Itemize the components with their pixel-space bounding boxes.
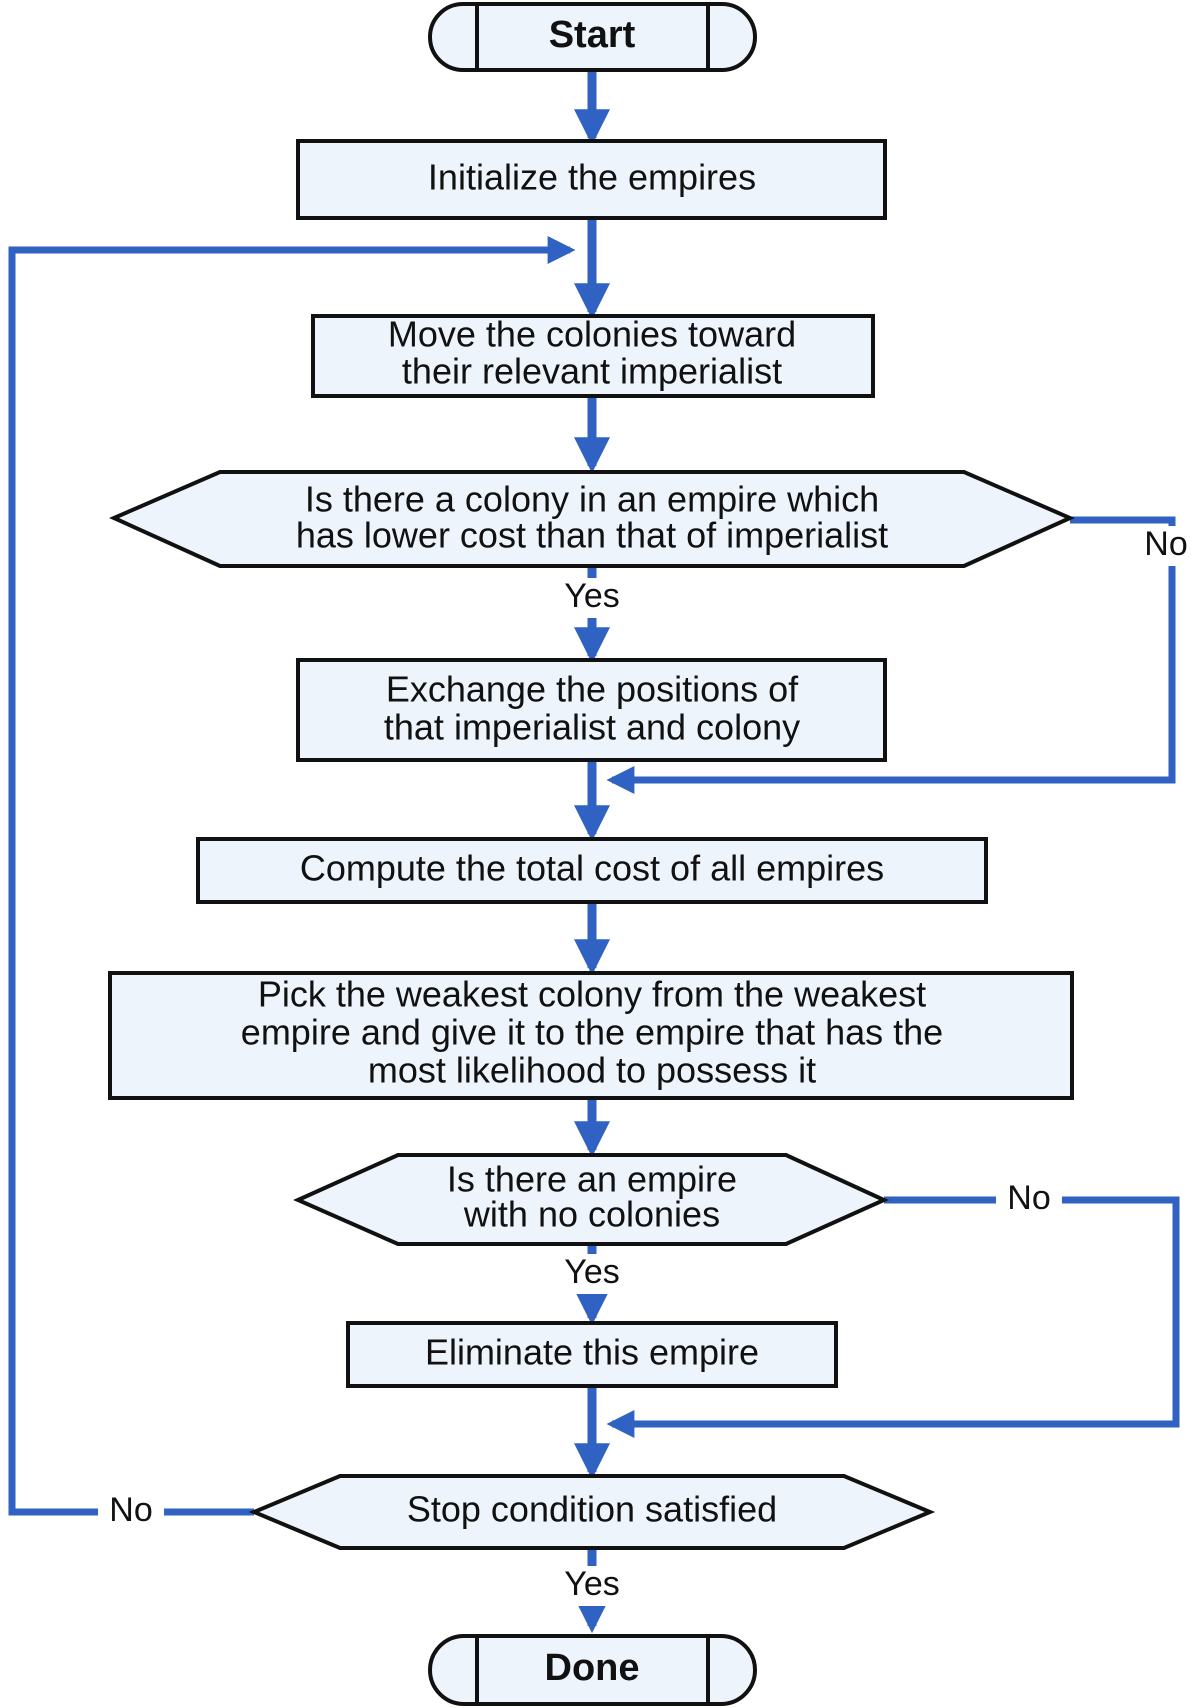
- pick-label-line1: Pick the weakest colony from the weakest: [258, 974, 926, 1015]
- eliminate-label: Eliminate this empire: [425, 1332, 759, 1373]
- start-terminator-shape: [428, 2, 757, 72]
- initialize-label: Initialize the empires: [428, 157, 756, 198]
- move-label-line1: Move the colonies toward: [388, 314, 796, 355]
- decision-no-colonies-line2: with no colonies: [463, 1194, 720, 1235]
- decision-stop-label: Stop condition satisfied: [407, 1489, 777, 1530]
- q1-yes-label: Yes: [564, 577, 619, 615]
- q2-yes-label: Yes: [564, 1253, 619, 1291]
- initialize-process-shape: [296, 139, 887, 220]
- node-decision-stop: Stop condition satisfied: [248, 1474, 936, 1550]
- move-label-line2: their relevant imperialist: [402, 351, 782, 392]
- stop-no-label: No: [109, 1491, 152, 1529]
- decision-lower-cost-line2: has lower cost than that of imperialist: [296, 515, 888, 556]
- stop-yes-label: Yes: [564, 1565, 619, 1603]
- decision-stop-shape: [248, 1474, 936, 1550]
- exchange-label-line2: that imperialist and colony: [384, 707, 800, 748]
- done-label: Done: [545, 1647, 640, 1689]
- decision-no-colonies-line1: Is there an empire: [447, 1159, 737, 1200]
- move-process-shape: [311, 314, 875, 398]
- compute-process-shape: [196, 837, 988, 904]
- node-start: Start: [428, 2, 757, 72]
- node-pick-colony: Pick the weakest colony from the weakest…: [108, 971, 1074, 1100]
- compute-label: Compute the total cost of all empires: [300, 848, 884, 889]
- node-decision-lower-cost: Is there a colony in an empire which has…: [109, 470, 1075, 568]
- node-exchange: Exchange the positions of that imperiali…: [296, 658, 887, 762]
- done-terminator-shape: [428, 1634, 757, 1706]
- exchange-process-shape: [296, 658, 887, 762]
- node-compute-cost: Compute the total cost of all empires: [196, 837, 988, 904]
- decision-lower-cost-shape: [109, 470, 1075, 568]
- q2-no-label: No: [1007, 1179, 1050, 1217]
- decision-no-colonies-shape: [293, 1153, 889, 1246]
- node-eliminate: Eliminate this empire: [346, 1321, 838, 1388]
- q1-no-label: No: [1144, 525, 1187, 563]
- pick-process-shape: [108, 971, 1074, 1100]
- node-done: Done: [428, 1634, 757, 1706]
- exchange-label-line1: Exchange the positions of: [386, 669, 799, 710]
- node-move-colonies: Move the colonies toward their relevant …: [311, 314, 875, 398]
- pick-label-line2: empire and give it to the empire that ha…: [241, 1012, 943, 1053]
- eliminate-process-shape: [346, 1321, 838, 1388]
- pick-label-line3: most likelihood to possess it: [368, 1050, 816, 1091]
- edge-labels: Yes No Yes No Yes No: [98, 525, 1196, 1606]
- node-decision-no-colonies: Is there an empire with no colonies: [293, 1153, 889, 1246]
- start-label: Start: [549, 14, 636, 56]
- arrow-q1-no-loop: [606, 516, 1176, 794]
- decision-lower-cost-line1: Is there a colony in an empire which: [305, 479, 879, 520]
- node-initialize: Initialize the empires: [296, 139, 887, 220]
